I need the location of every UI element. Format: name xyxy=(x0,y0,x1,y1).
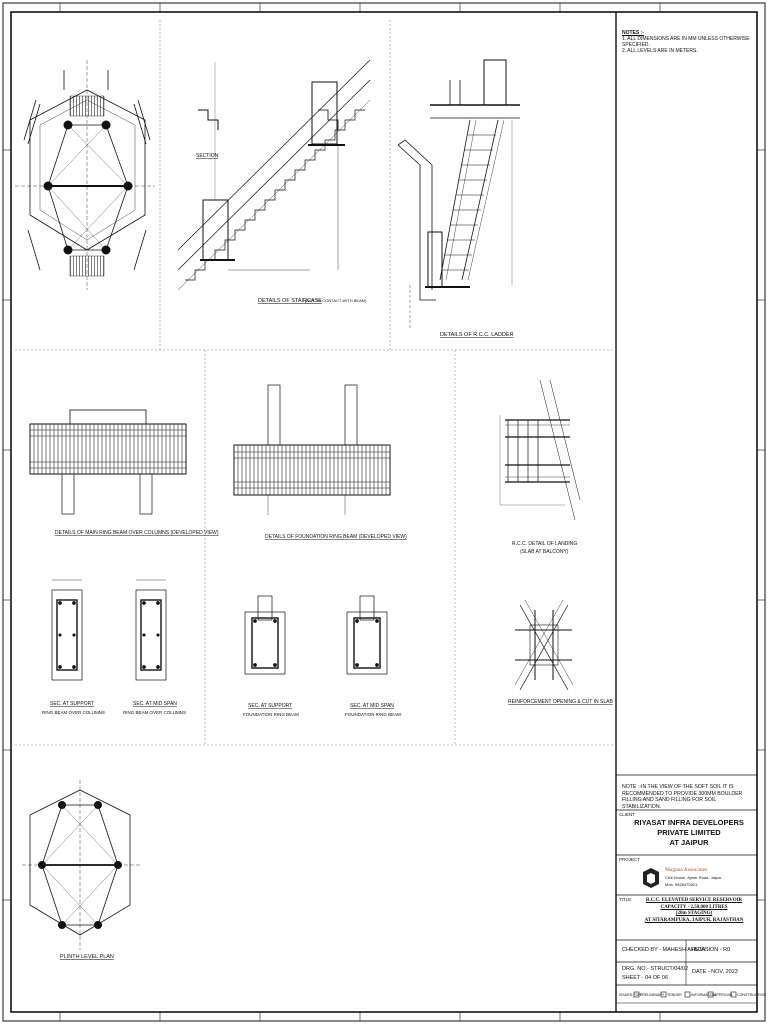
sheet-number: SHEET - 04 OF 06 xyxy=(622,975,669,981)
caption-landing-1: R.C.C. DETAIL OF LANDING xyxy=(512,541,577,547)
consultant-logo-icon xyxy=(643,868,659,888)
caption-main-ring-beam: DETAILS OF MAIN RING BEAM OVER COLUMNS (… xyxy=(55,530,219,536)
plinth-columns xyxy=(38,801,122,929)
caption-sec-midspan-1b: RING BEAM OVER COLUMNS xyxy=(123,710,186,715)
consultant-name: Magana Associates xyxy=(665,867,708,873)
date: DATE - NOV, 2023 xyxy=(692,969,738,975)
project-line-1: R.C.C. ELEVATED SERVICE RESERVOIR xyxy=(645,898,743,903)
soil-note: NOTE :-IN THE VIEW OF THE SOFT SOIL IT I… xyxy=(622,784,743,810)
captions: DETAILS OF STAIRCASE (NOT TO CONTACT WIT… xyxy=(42,153,613,960)
caption-sec-midspan-1a: SEC. AT MID SPAN xyxy=(133,701,177,707)
title-label: TITLE xyxy=(619,897,632,902)
note-1: 1. ALL DIMENSIONS ARE IN MM UNLESS OTHER… xyxy=(622,36,750,48)
drawing-number: DRG. NO.- STRUCT/04/02 xyxy=(622,966,689,972)
caption-foundation-ring-beam: DETAILS OF FOUNDATION RING BEAM (DEVELOP… xyxy=(265,534,407,540)
caption-ladder: DETAILS OF R.C.C. LADDER xyxy=(440,332,514,338)
note-2: 2. ALL LEVELS ARE IN METERS. xyxy=(622,48,698,54)
consultant-block: Magana Associates Civil House, Ajmer Roa… xyxy=(665,867,721,888)
title-block-frame xyxy=(615,12,757,1012)
section-support-1 xyxy=(51,579,83,681)
consultant-label: PROJECT xyxy=(619,857,641,862)
client-city: AT JAIPUR xyxy=(669,838,709,847)
checked-by: CHECKED BY - MAHESH AHUJA xyxy=(622,947,706,953)
top-hexagon-columns xyxy=(43,120,133,255)
client-block: RIYASAT INFRA DEVELOPERS PRIVATE LIMITED… xyxy=(622,818,756,848)
caption-section: SECTION xyxy=(196,153,219,159)
section-midspan-2 xyxy=(346,595,388,675)
caption-staircase-note: (NOT TO CONTACT WITH BEAM) xyxy=(305,298,367,303)
revision: REVISION - R0 xyxy=(692,947,731,953)
status-information: INFORMATION xyxy=(691,993,716,997)
status-approval: APPROVAL xyxy=(714,993,733,997)
project-line-4: AT SITARAMPURA, JAIPUR, RAJASTHAN xyxy=(644,917,744,923)
inner-border xyxy=(10,11,758,1013)
caption-sec-support-1a: SEC. AT SUPPORT xyxy=(50,701,94,707)
staircase-detail xyxy=(177,59,371,291)
project-line-2: CAPACITY - 2,50,000 LITRES xyxy=(660,904,728,910)
client-label: CLIENT xyxy=(619,812,636,817)
foundation-ring-beam-elevation xyxy=(233,384,391,515)
status-tender: TENDER xyxy=(667,993,682,997)
ladder-detail xyxy=(397,59,520,330)
status-checkboxes xyxy=(633,991,737,998)
status-construction: CONSTRUCTION xyxy=(737,993,766,997)
notes-title: NOTES :- xyxy=(622,30,644,36)
caption-staircase: DETAILS OF STAIRCASE xyxy=(258,298,322,304)
zone-separators xyxy=(11,20,616,746)
border-ticks xyxy=(3,3,765,1021)
top-hexagon-plan xyxy=(15,60,155,290)
opening-reinforcement xyxy=(514,599,574,691)
notes-block: NOTES :- 1. ALL DIMENSIONS ARE IN MM UNL… xyxy=(622,30,754,54)
section-support-2 xyxy=(244,595,286,675)
caption-plinth-plan: PLINTH LEVEL PLAN xyxy=(60,954,114,960)
consultant-address: Civil House, Ajmer Road, Jaipur xyxy=(665,875,722,880)
caption-sec-support-2b: FOUNDATION RING BEAM xyxy=(243,712,299,717)
status-preliminary: PRELIMINARY xyxy=(640,993,665,997)
project-line-3: (20m STAGING) xyxy=(675,911,713,916)
caption-sec-support-2a: SEC. AT SUPPORT xyxy=(248,703,292,709)
landing-detail xyxy=(499,379,581,521)
caption-sec-midspan-2a: SEC. AT MID SPAN xyxy=(350,703,394,709)
caption-sec-support-1b: RING BEAM OVER COLUMNS xyxy=(42,710,105,715)
main-ring-beam-elevation xyxy=(29,409,187,515)
consultant-phone: Mob. 9828475921 xyxy=(665,882,698,887)
section-midspan-1 xyxy=(135,579,167,681)
status-label: ISSUED FOR xyxy=(619,993,641,997)
project-title-block: R.C.C. ELEVATED SERVICE RESERVOIR CAPACI… xyxy=(632,898,756,924)
caption-reinforcement-opening: REINFORCEMENT OPENING & CUT IN SLAB xyxy=(508,699,613,705)
client-name: RIYASAT INFRA DEVELOPERS PRIVATE LIMITED xyxy=(634,818,744,837)
caption-landing-2: (SLAB AT BALCONY) xyxy=(520,549,569,555)
caption-sec-midspan-2b: FOUNDATION RING BEAM xyxy=(345,712,401,717)
